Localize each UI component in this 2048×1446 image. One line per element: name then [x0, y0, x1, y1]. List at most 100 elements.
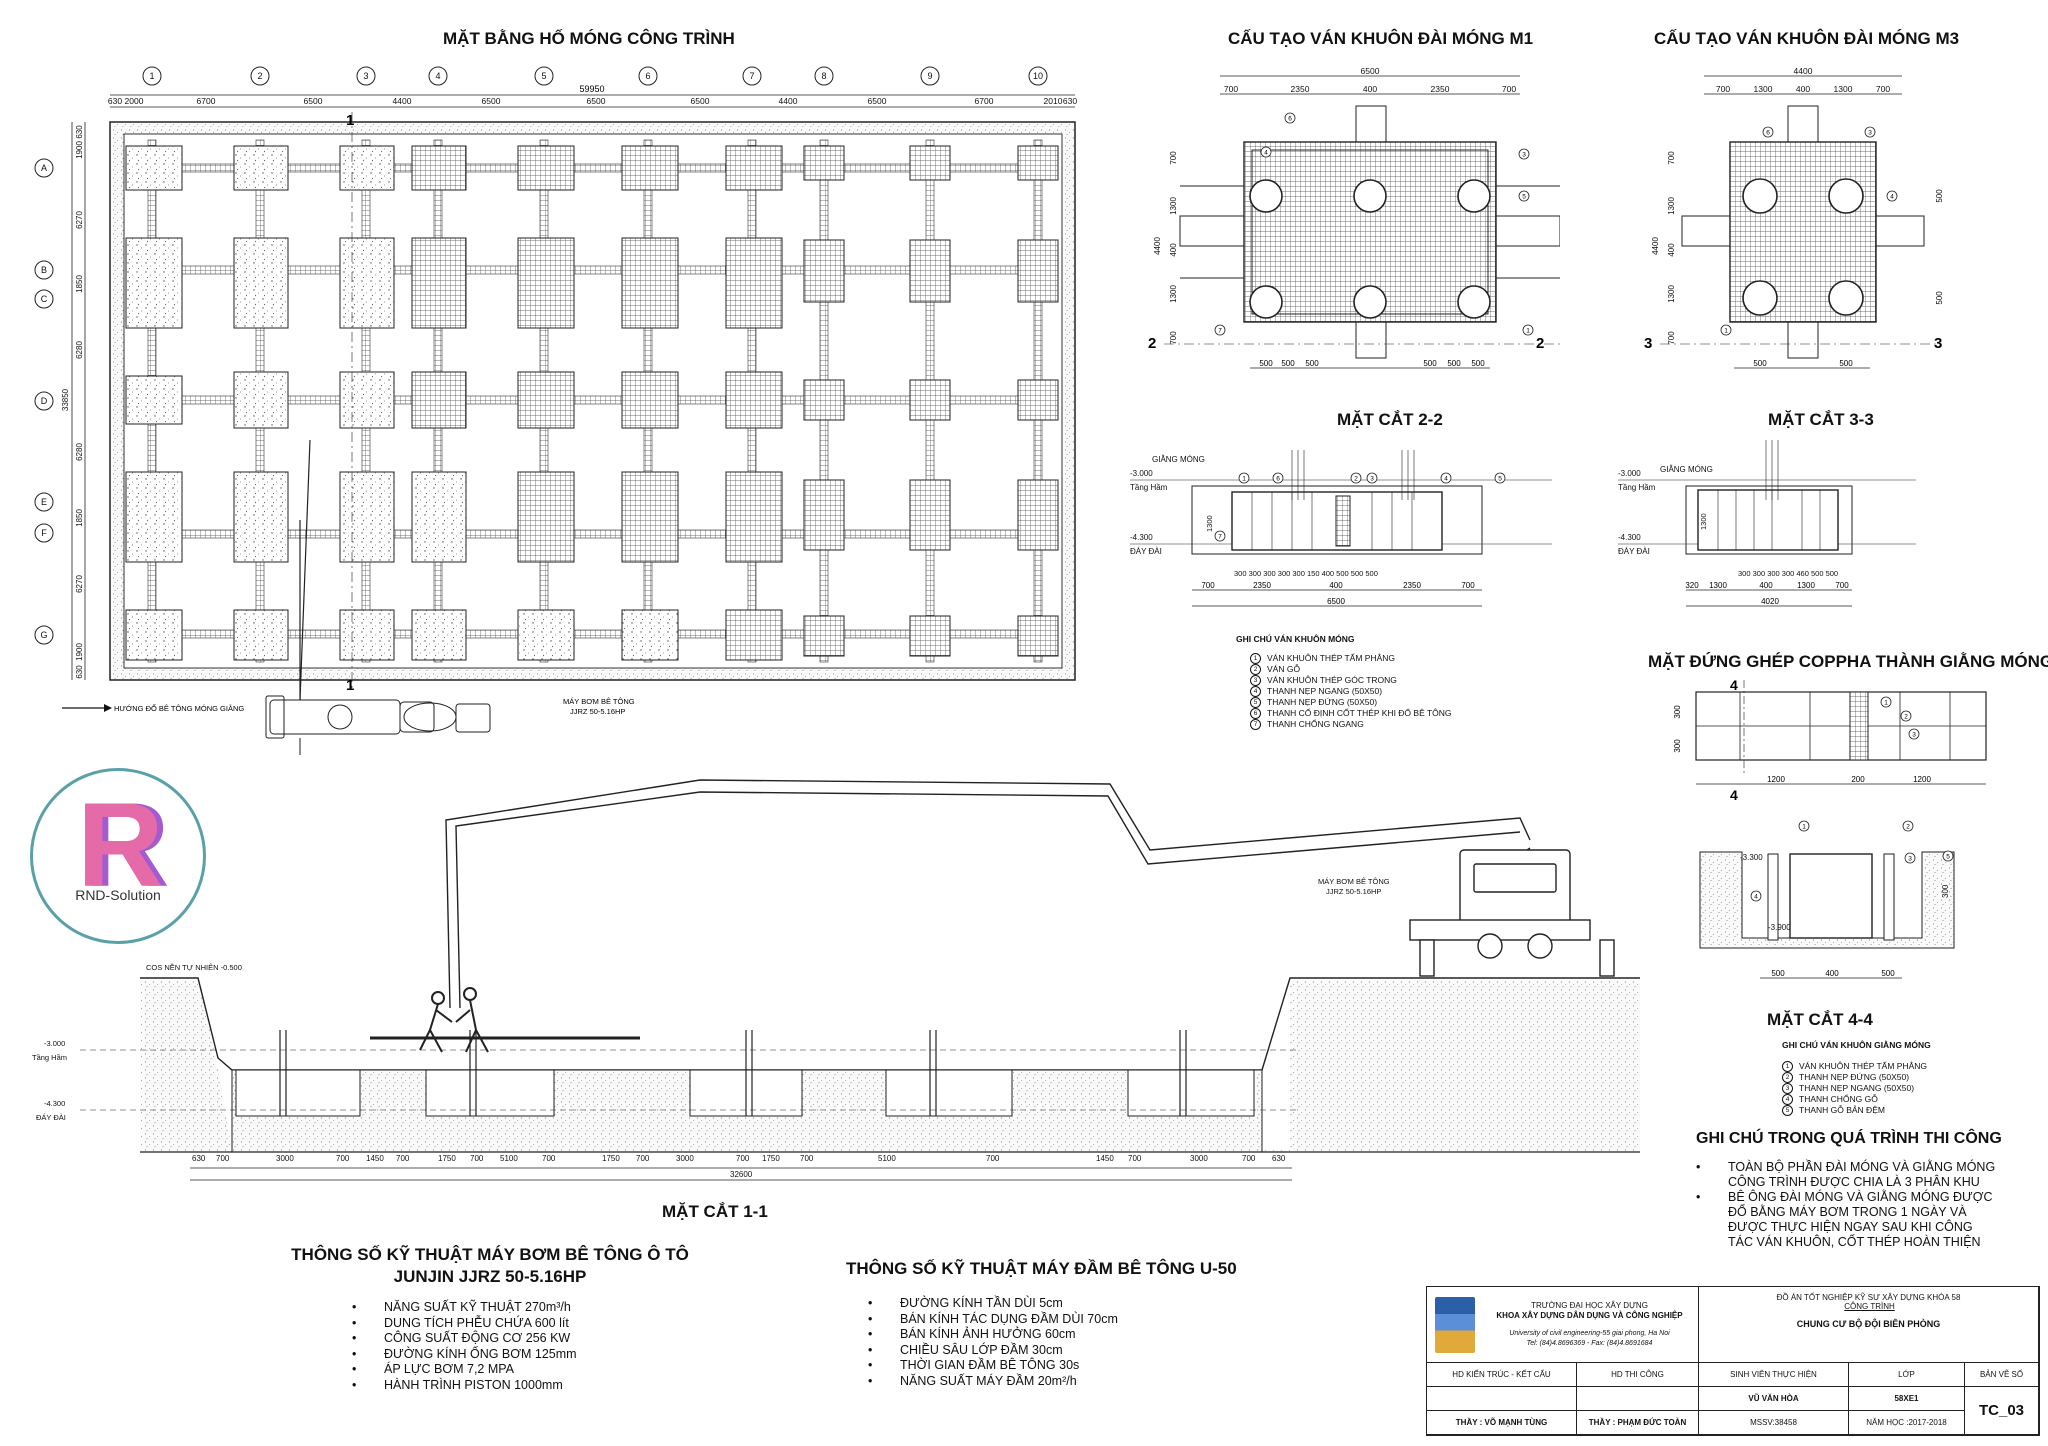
dim-label: 2350 — [1253, 581, 1271, 590]
dim-label: 630 — [1272, 1154, 1286, 1163]
axis-letter: E — [41, 497, 47, 507]
dim-label: 1200 — [1767, 775, 1785, 784]
legend-number: 3 — [1250, 674, 1261, 686]
dim-label: 630 — [75, 665, 84, 679]
spec-item: HÀNH TRÌNH PISTON 1000mm — [352, 1378, 710, 1394]
dim-label: 630 — [192, 1154, 206, 1163]
dim-label: 300 — [1941, 884, 1950, 898]
spec-item: ĐƯỜNG KÍNH TẦN DÙI 5cm — [868, 1296, 1266, 1312]
section-1-1-dims: 630 700 3000 700 1450 700 1750 700 5100 … — [190, 1154, 1292, 1166]
dim-label: 700 — [1667, 151, 1676, 165]
plan-cut-mark-top: 1 — [346, 112, 354, 129]
dim-label: 700 — [986, 1154, 1000, 1163]
dim-label: 700 — [1201, 581, 1215, 590]
callout-number: 7 — [1218, 328, 1222, 335]
beam-label: GIẰNG MÓNG — [1660, 465, 1713, 474]
axis-number: 9 — [927, 71, 932, 81]
spec-item: THỜI GIAN ĐẦM BÊ TÔNG 30s — [868, 1358, 1266, 1374]
callout-number: 1 — [1884, 700, 1888, 707]
beam-elevation-drawing: 4 4 300 300 1200 200 1200 1 2 3 — [1673, 677, 1987, 803]
dim-label: 700 — [1169, 151, 1178, 165]
dim-label: 4400 — [1794, 66, 1813, 76]
dim-label: 1300 — [1667, 197, 1676, 215]
callout-number: 1 — [1526, 328, 1530, 335]
legend-number: 5 — [1782, 1104, 1793, 1116]
m3-formwork-drawing: 4400 700 1300 400 1300 700 4400 700 1300… — [1644, 66, 1944, 369]
beam-elevation-title: MẶT ĐỨNG GHÉP COPPHA THÀNH GIẰNG MÓNG — [1648, 652, 2048, 671]
callout-number: 5 — [1498, 476, 1502, 483]
dim-label: 500 — [1305, 359, 1319, 368]
dim-label: 2350 — [1291, 84, 1310, 94]
spec-item: CÔNG SUẤT ĐỘNG CƠ 256 KW — [352, 1331, 710, 1347]
dim-label: 300 300 300 300 300 150 400 500 500 500 — [1234, 569, 1378, 578]
project-line: ĐỒ ÁN TỐT NGHIỆP KỸ SƯ XÂY DỰNG KHÓA 58 — [1776, 1293, 1961, 1302]
legend-number: 6 — [1250, 707, 1261, 719]
note-item: BÊ ÔNG ĐÀI MÓNG VÀ GIẰNG MÓNG ĐƯỢC ĐỔ BẰ… — [1696, 1190, 2036, 1250]
dim-label: 6270 — [75, 575, 84, 593]
project-label: CÔNG TRÌNH — [1844, 1302, 1895, 1311]
school-cell: TRƯỜNG ĐẠI HỌC XÂY DỰNG KHOA XÂY DỰNG DÂ… — [1427, 1287, 1699, 1363]
dim-label: 6700 — [197, 96, 216, 106]
axis-number: 10 — [1033, 71, 1043, 81]
legend-item: 2 VÁN GỖ — [1250, 663, 1452, 675]
dim-label: 300 300 300 300 460 500 500 — [1738, 569, 1838, 578]
dim-label: 1300 — [1699, 513, 1708, 530]
legend-text: THANH NẸP ĐỨNG (50X50) — [1799, 1071, 1910, 1082]
dim-label: 700 — [1835, 581, 1849, 590]
dim-label: 1850 — [75, 509, 84, 527]
axis-letter: C — [41, 294, 48, 304]
plan-cut-mark-bottom: 1 — [346, 677, 354, 694]
dim-label: 1300 — [1709, 581, 1727, 590]
dim-label: 1300 — [1797, 581, 1815, 590]
faculty-name: KHOA XÂY DỰNG DÂN DỤNG VÀ CÔNG NGHIỆP — [1496, 1310, 1683, 1320]
spec-item: BÁN KÍNH ẢNH HƯỞNG 60cm — [868, 1327, 1266, 1343]
dim-label: 5100 — [500, 1154, 518, 1163]
spec-item: NĂNG SUẤT MÁY ĐẦM 20m²/h — [868, 1374, 1266, 1390]
dim-label: 700 — [1502, 84, 1516, 94]
school-year: NĂM HỌC :2017-2018 — [1849, 1411, 1965, 1435]
dim-label: 1750 — [602, 1154, 620, 1163]
dim-label: 700 — [336, 1154, 350, 1163]
dim-label: 320 — [1685, 581, 1699, 590]
level-label: -4.300 — [1130, 533, 1153, 542]
cut-mark: 3 — [1644, 335, 1652, 352]
logo-text: RND-Solution — [75, 887, 161, 903]
vibrator-spec-title: THÔNG SỐ KỸ THUẬT MÁY ĐẦM BÊ TÔNG U-50 — [846, 1259, 1237, 1278]
callout-number: 1 — [1802, 824, 1806, 831]
header-class: LỚP — [1849, 1363, 1965, 1387]
axis-letter: D — [41, 396, 48, 406]
formwork-legend-title: GHI CHÚ VÁN KHUÔN MÓNG — [1236, 634, 1355, 644]
section-1-1-total: 32600 — [730, 1170, 753, 1179]
dim-label: 500 — [1839, 359, 1853, 368]
dim-label: 700 — [542, 1154, 556, 1163]
callout-number: 4 — [1264, 150, 1268, 157]
cut-mark: 2 — [1148, 335, 1156, 352]
student-id: MSSV:38458 — [1699, 1411, 1849, 1435]
level-name: Tầng Hầm — [32, 1053, 67, 1062]
legend-number: 2 — [1250, 663, 1261, 675]
dim-label: 1750 — [762, 1154, 780, 1163]
level-label: -3.900 — [1768, 923, 1791, 932]
dim-label: 6280 — [75, 341, 84, 359]
dim-label: 1450 — [1096, 1154, 1114, 1163]
callout-number: 3 — [1370, 476, 1374, 483]
dim-label: 700 — [1242, 1154, 1256, 1163]
dim-label: 6500 — [868, 96, 887, 106]
beam-label: GIẰNG MÓNG — [1152, 455, 1205, 464]
university-logo-icon — [1435, 1296, 1475, 1353]
level-label: -3.000 — [1130, 469, 1153, 478]
callout-number: 6 — [1276, 476, 1280, 483]
dim-label: 4400 — [1651, 237, 1660, 255]
level-label: -4.300 — [44, 1099, 65, 1108]
legend-text: VÁN GỖ — [1267, 663, 1301, 674]
arrow-legend-label: HƯỚNG ĐỔ BÊ TÔNG MÓNG GIẰNG — [114, 704, 244, 713]
header-construction: HD THI CÔNG — [1577, 1363, 1699, 1387]
